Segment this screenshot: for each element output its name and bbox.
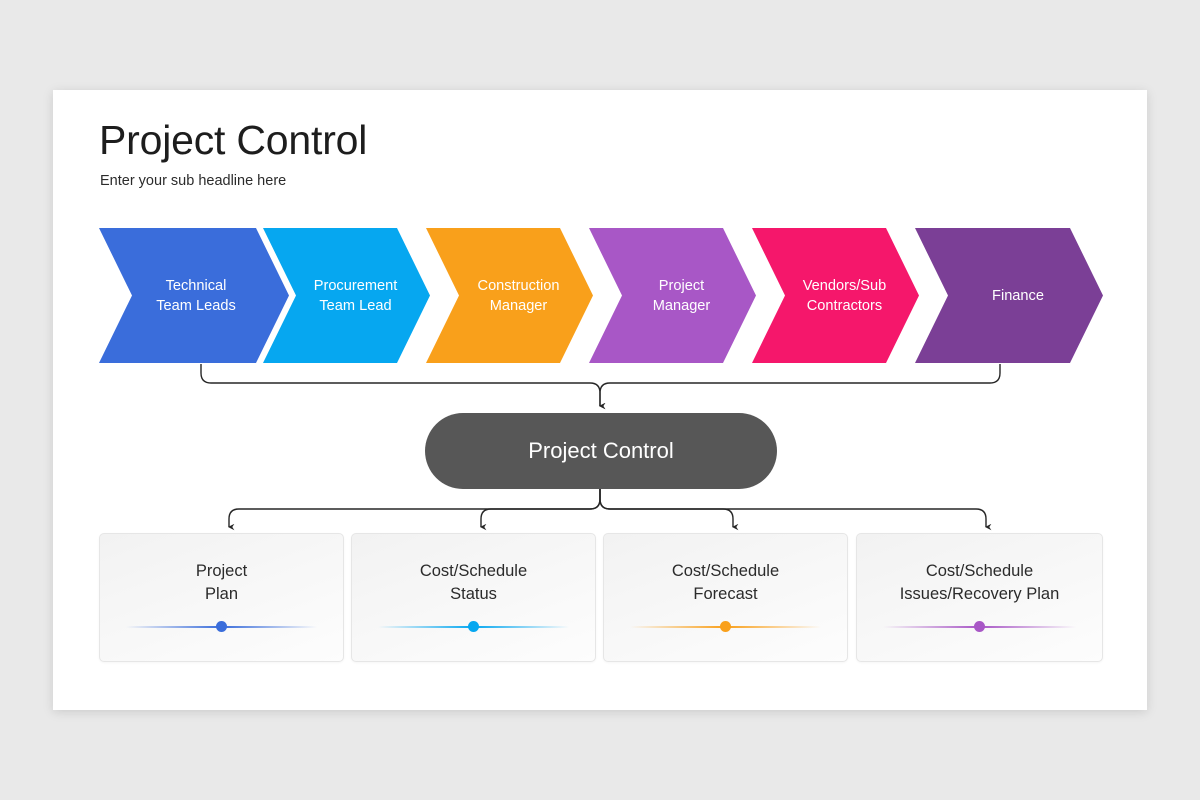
process-chevron-band: Technical Team Leads Procurement Team Le… (99, 228, 1103, 363)
output-card-4-dot (974, 621, 985, 632)
chevron-step-5[interactable]: Vendors/Sub Contractors (752, 228, 919, 363)
chevron-step-4[interactable]: Project Manager (589, 228, 756, 363)
page-subtitle: Enter your sub headline here (100, 173, 287, 189)
hub-node[interactable]: Project Control (425, 413, 777, 489)
chevron-step-1[interactable]: Technical Team Leads (99, 228, 289, 363)
output-card-1-label: Project Plan (195, 562, 248, 603)
hub-node-label: Project Control (528, 438, 674, 463)
chevron-step-4-label: Project Manager (652, 277, 711, 314)
output-card-3-dot (720, 621, 731, 632)
output-card-2-dot (468, 621, 479, 632)
output-card-1-dot (216, 621, 227, 632)
output-card-1[interactable]: Project Plan (99, 533, 344, 662)
chevron-step-3[interactable]: Construction Manager (426, 228, 593, 363)
chevron-step-3-label: Construction Manager (477, 277, 560, 314)
slide-canvas: Project Control Enter your sub headline … (53, 90, 1147, 710)
output-card-4-label: Cost/Schedule Issues/Recovery Plan (899, 562, 1060, 603)
output-card-2-label: Cost/Schedule Status (419, 562, 528, 603)
chevron-step-5-label: Vendors/Sub Contractors (802, 277, 887, 314)
chevron-step-6-label: Finance (992, 287, 1044, 304)
chevron-step-1-label: Technical Team Leads (156, 277, 236, 314)
page-title: Project Control (99, 117, 368, 163)
output-card-3-label: Cost/Schedule Forecast (671, 562, 780, 603)
output-card-2[interactable]: Cost/Schedule Status (351, 533, 596, 662)
output-card-4[interactable]: Cost/Schedule Issues/Recovery Plan (856, 533, 1103, 662)
chevron-step-6[interactable]: Finance (915, 228, 1103, 363)
chevron-step-2-label: Procurement Team Lead (313, 277, 398, 314)
output-card-3[interactable]: Cost/Schedule Forecast (603, 533, 848, 662)
